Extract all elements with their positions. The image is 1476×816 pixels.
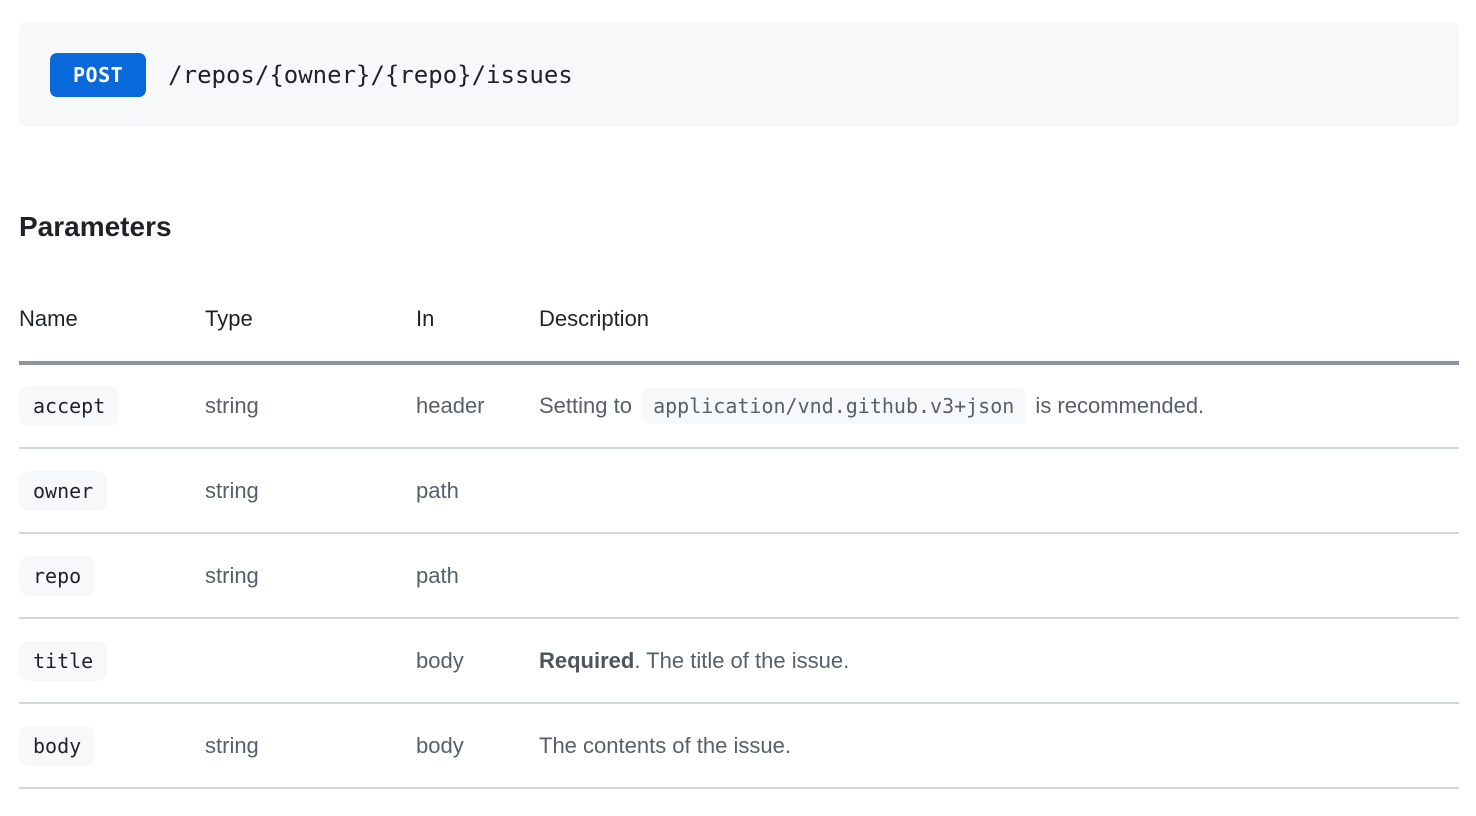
column-header-in: In xyxy=(416,306,539,365)
param-type-cell: string xyxy=(205,363,416,449)
param-name-cell: accept xyxy=(19,363,205,449)
param-name-pill: accept xyxy=(19,386,120,426)
param-name-pill: body xyxy=(19,725,96,766)
param-name-cell: repo xyxy=(19,533,205,619)
param-in-cell: header xyxy=(416,363,539,449)
description-text: Setting to xyxy=(539,393,639,418)
endpoint-box: POST /repos/{owner}/{repo}/issues xyxy=(19,22,1459,127)
param-in-cell: body xyxy=(416,703,539,789)
param-type-cell: string xyxy=(205,533,416,619)
param-name-pill: title xyxy=(19,640,108,681)
table-row-title: title body Required. The title of the is… xyxy=(19,618,1459,704)
param-name-cell: owner xyxy=(19,448,205,534)
param-type-cell: string xyxy=(205,448,416,534)
param-name-cell: title xyxy=(19,618,205,704)
parameters-table: Name Type In Description accept string h… xyxy=(19,306,1459,789)
param-name-pill: repo xyxy=(19,555,96,596)
param-description-cell: Required. The title of the issue. xyxy=(539,618,1459,704)
table-row-body: body string body The contents of the iss… xyxy=(19,703,1459,789)
parameters-heading: Parameters xyxy=(19,211,172,242)
table-row-repo: repo string path xyxy=(19,533,1459,619)
required-label: Required xyxy=(539,647,635,673)
description-text: is recommended. xyxy=(1029,393,1205,418)
param-type-cell: string xyxy=(205,703,416,789)
param-description-cell xyxy=(539,533,1459,619)
param-name-cell: body xyxy=(19,703,205,789)
param-in-cell: path xyxy=(416,533,539,619)
param-description-cell: The contents of the issue. xyxy=(539,703,1459,789)
table-row-accept: accept string header Setting to applicat… xyxy=(19,363,1459,449)
inline-code-pill: application/vnd.github.v3+json xyxy=(641,388,1027,424)
table-header-row: Name Type In Description xyxy=(19,306,1459,365)
endpoint-path: /repos/{owner}/{repo}/issues xyxy=(168,60,573,89)
param-type-cell xyxy=(205,618,416,704)
column-header-type: Type xyxy=(205,306,416,365)
column-header-name: Name xyxy=(19,306,205,365)
description-text: The contents of the issue. xyxy=(539,732,791,758)
param-in-cell: path xyxy=(416,448,539,534)
param-description-cell: Setting to application/vnd.github.v3+jso… xyxy=(539,363,1459,449)
param-name-pill: owner xyxy=(19,470,108,511)
description-text: . The title of the issue. xyxy=(634,647,850,673)
param-in-cell: body xyxy=(416,618,539,704)
table-row-owner: owner string path xyxy=(19,448,1459,534)
column-header-description: Description xyxy=(539,306,1459,365)
http-method-badge: POST xyxy=(50,52,147,97)
param-description-cell xyxy=(539,448,1459,534)
